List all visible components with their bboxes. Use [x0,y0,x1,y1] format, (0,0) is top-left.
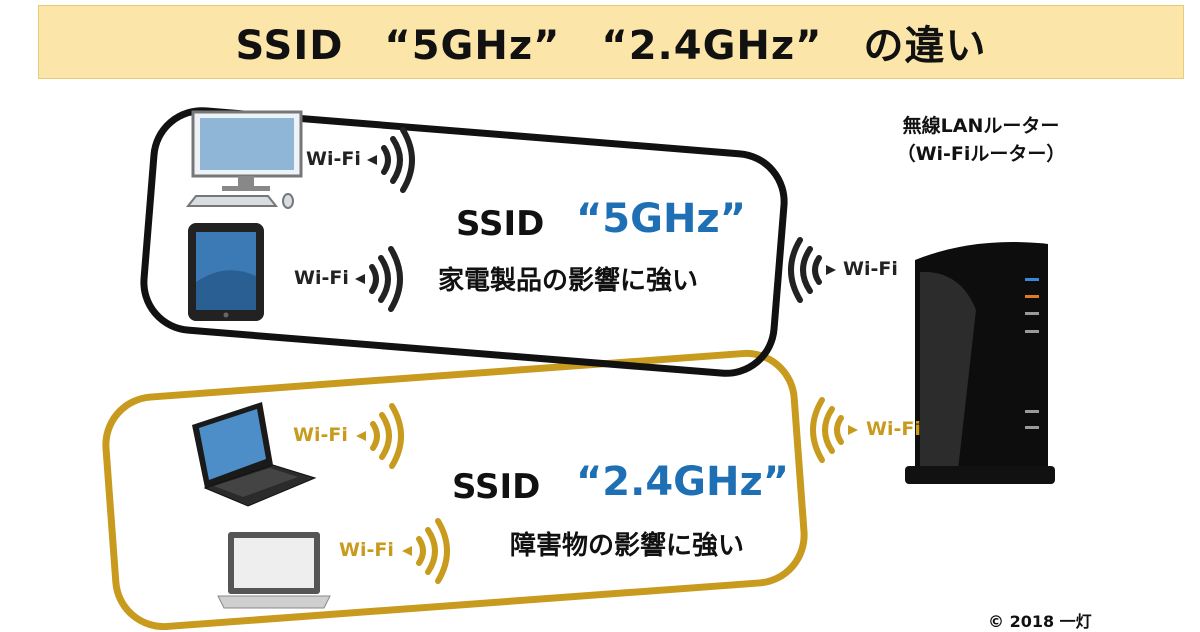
ssid-label-5ghz: SSID [456,204,545,244]
title-banner: SSID “5GHz” “2.4GHz” の違い [38,5,1184,79]
ssid-label-24ghz: SSID [452,467,541,507]
wifi-label-desktop: Wi-Fi [306,148,361,170]
desktop-pc-icon [185,110,303,209]
copyright-notice: © 2018 一灯 [988,612,1092,631]
router-label-line1: 無線LANルーター [902,115,1060,137]
wifi-signal-icon-tablet [355,246,403,312]
wifi-label-router-5ghz: Wi-Fi [843,258,898,280]
wifi-signal-icon-desktop [367,127,415,193]
wifi-label-laptop-light: Wi-Fi [339,539,394,561]
wifi-signal-icon-laptop-light [402,518,450,584]
router-label-line2: （Wi-Fiルーター） [896,143,1066,165]
group-5ghz-outline [140,107,788,377]
wifi-signal-icon-router-24ghz [810,397,858,463]
wifi-label-laptop-dark: Wi-Fi [293,424,348,446]
tablet-icon [188,223,264,321]
feature-5ghz: 家電製品の影響に強い [438,266,699,296]
group-24ghz-outline [102,349,808,630]
laptop-light-icon [217,532,331,609]
wifi-label-tablet: Wi-Fi [294,267,349,289]
router-icon [905,242,1055,484]
laptop-dark-icon [192,402,317,507]
page-title: SSID “5GHz” “2.4GHz” の違い [235,23,987,69]
ssid-value-5ghz: “5GHz” [576,196,746,242]
wifi-signal-icon-laptop-dark [356,403,404,469]
wifi-label-router-24ghz: Wi-Fi [866,418,921,440]
wifi-signal-icon-router-5ghz [788,237,836,303]
ssid-value-24ghz: “2.4GHz” [576,459,790,505]
router-label: 無線LANルーター （Wi-Fiルーター） [886,112,1076,168]
feature-24ghz: 障害物の影響に強い [510,531,745,561]
